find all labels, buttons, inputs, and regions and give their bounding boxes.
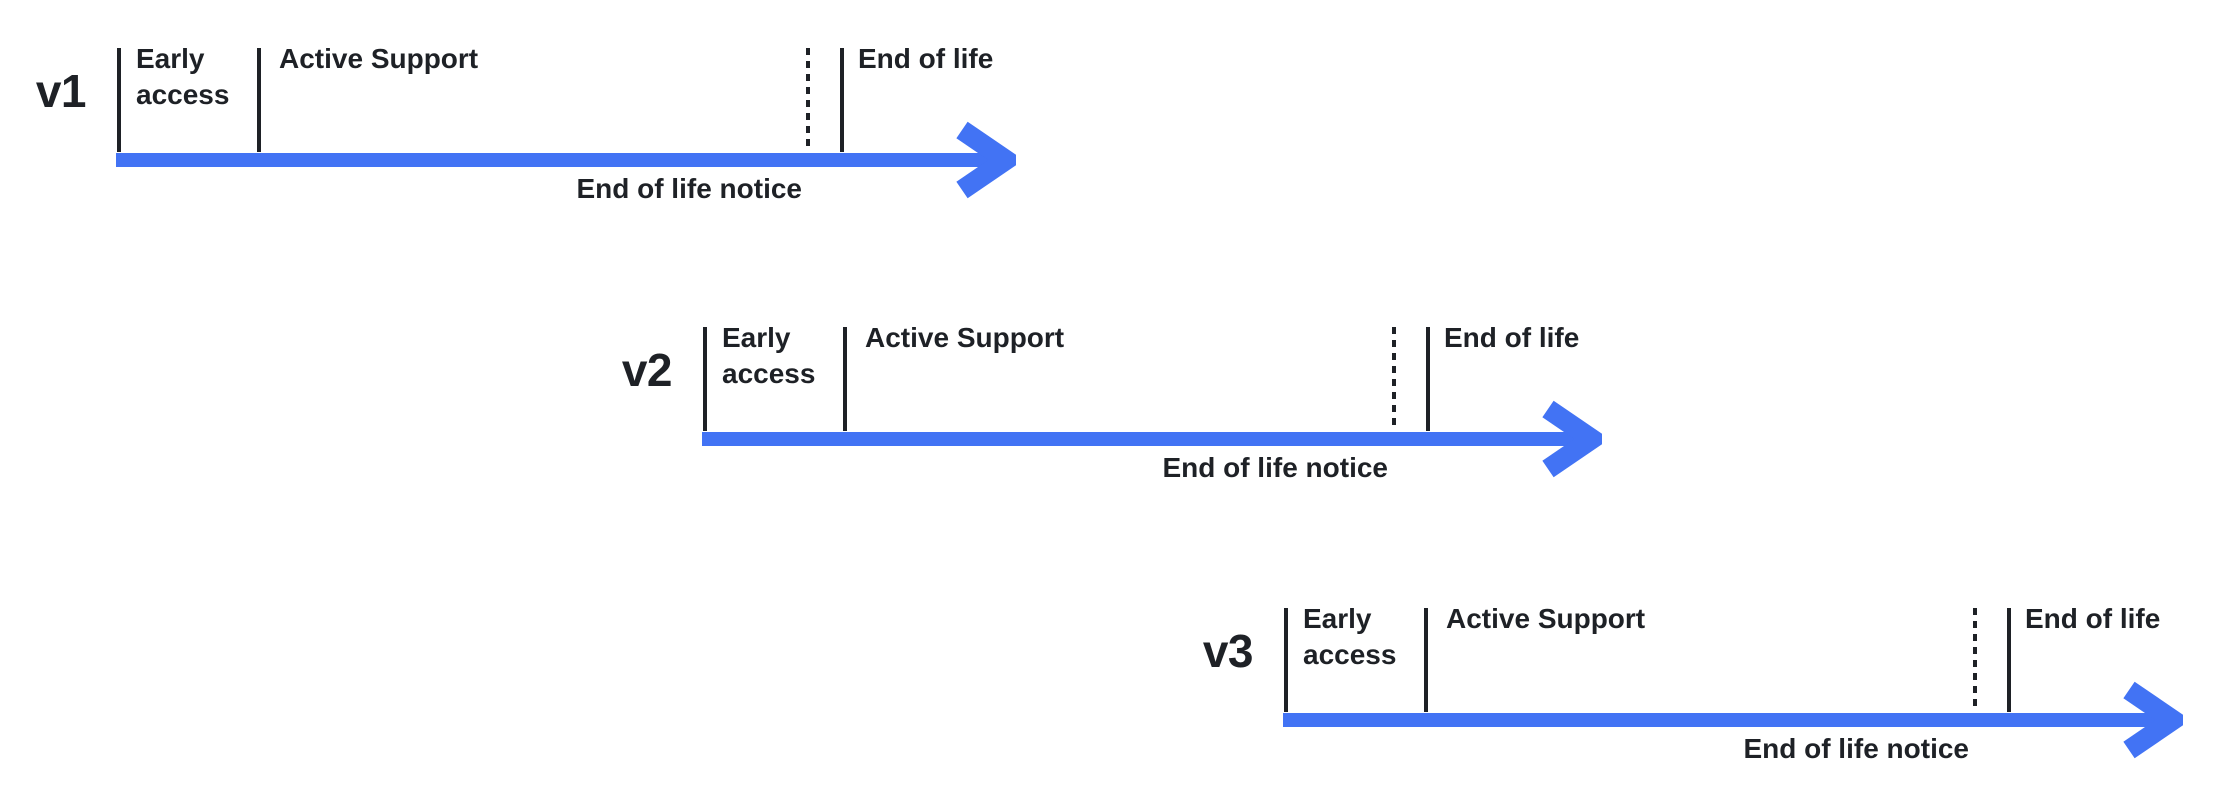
- timeline-arrow-head-icon: [956, 121, 1016, 199]
- active-support-start-tick: [257, 48, 261, 152]
- end-of-life-notice-dashed-tick: [1973, 608, 1977, 712]
- end-of-life-notice-label: End of life notice: [576, 173, 802, 204]
- end-of-life-notice-label: End of life notice: [1162, 452, 1388, 483]
- end-of-life-tick: [840, 48, 844, 152]
- end-of-life-notice-dashed-tick: [806, 48, 810, 152]
- active-support-label: Active Support: [279, 43, 479, 74]
- version-label: v1: [35, 65, 87, 117]
- end-of-life-label: End of life: [858, 43, 994, 74]
- early-access-label: Early access: [722, 322, 816, 390]
- early-access-start-tick: [117, 48, 121, 152]
- timeline-arrow-bar: [1283, 713, 2158, 727]
- end-of-life-notice-label: End of life notice: [1743, 733, 1969, 764]
- timeline-arrow-bar: [702, 432, 1577, 446]
- early-access-start-tick: [1284, 608, 1288, 712]
- end-of-life-notice-dashed-tick: [1392, 327, 1396, 431]
- end-of-life-label: End of life: [2025, 603, 2161, 634]
- early-access-label: Early access: [136, 43, 230, 111]
- end-of-life-label: End of life: [1444, 322, 1580, 353]
- end-of-life-tick: [1426, 327, 1430, 431]
- version-label: v3: [1202, 625, 1254, 677]
- active-support-label: Active Support: [1446, 603, 1646, 634]
- version-label: v2: [621, 344, 673, 396]
- active-support-start-tick: [1424, 608, 1428, 712]
- active-support-start-tick: [843, 327, 847, 431]
- timeline-arrow-bar: [116, 153, 991, 167]
- early-access-start-tick: [703, 327, 707, 431]
- early-access-label: Early access: [1303, 603, 1397, 671]
- timeline-arrow-head-icon: [2123, 681, 2183, 759]
- end-of-life-tick: [2007, 608, 2011, 712]
- active-support-label: Active Support: [865, 322, 1065, 353]
- timeline-arrow-head-icon: [1542, 400, 1602, 478]
